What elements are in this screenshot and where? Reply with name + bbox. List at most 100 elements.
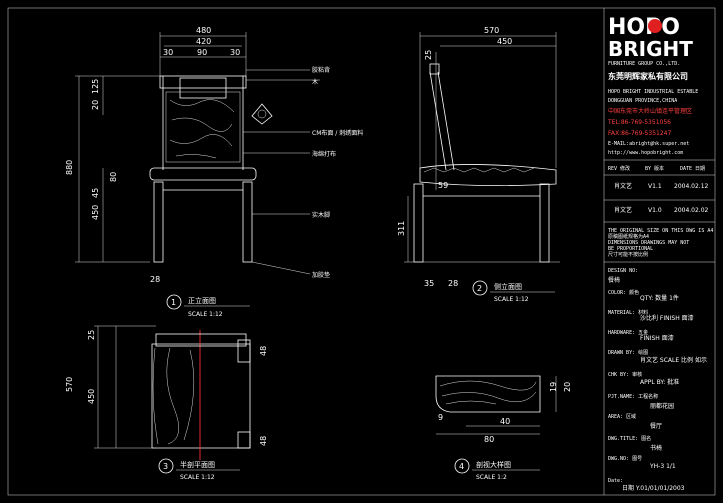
dim-80: 80 [484, 435, 494, 444]
view2-scale: SCALE 1:12 [494, 296, 529, 303]
dim-880: 880 [65, 160, 74, 175]
view1-scale: SCALE 1:12 [188, 311, 223, 318]
dim-plan-48b: 48 [259, 436, 268, 446]
dim-45: 45 [91, 188, 100, 198]
rev-col-date: DATE 日期 [680, 166, 705, 172]
logo-top: HOPO [608, 15, 680, 40]
field-0-value: 餐椅 [608, 276, 620, 284]
dim-25: 25 [424, 50, 433, 60]
dim-20: 20 [91, 100, 100, 110]
dim-plan-450: 450 [87, 389, 96, 404]
field-1-label: COLOR: 颜色 [608, 289, 639, 296]
dim-311: 311 [397, 221, 406, 236]
note-4: 尺寸可能不按比例 [608, 251, 648, 258]
dim-570: 570 [484, 26, 499, 35]
dim-30a: 30 [163, 48, 173, 57]
view2-title: 侧立面图 [494, 282, 522, 291]
field-10-value: 日期 Y.01/01/01/2003 [622, 484, 685, 492]
dim-450-side: 450 [497, 37, 512, 46]
field-8-label: DWG.TITLE: 图名 [608, 435, 651, 442]
field-6-value: 丽都花园 [650, 402, 674, 410]
title-block [603, 8, 715, 495]
rev-0-date: 2004.02.12 [674, 183, 709, 190]
callout-2: 木 [312, 78, 318, 86]
rev-col-rev: REV 修改 [608, 165, 630, 172]
logo-mark-icon [648, 19, 662, 33]
rev-1-ver: V1.0 [648, 207, 662, 214]
field-0-label: DESIGN NO: [608, 268, 638, 274]
dim-28: 28 [150, 275, 160, 284]
dim-30b: 30 [230, 48, 240, 57]
dim-450: 450 [91, 205, 100, 220]
dim-35: 35 [424, 279, 434, 288]
field-10-label: Date: [608, 478, 623, 484]
callout-4: 海绵打布 [312, 150, 336, 158]
view3-scale: SCALE 1:12 [180, 474, 215, 481]
rev-col-by: BY 版本 [645, 165, 664, 172]
view1-title: 正立面图 [188, 296, 216, 305]
dim-plan-25: 25 [87, 330, 96, 340]
dim-28-side: 28 [448, 279, 458, 288]
logo-bottom: BRIGHT [608, 37, 693, 61]
field-7-value: 餐厅 [650, 422, 662, 430]
rev-1-by: 肖文艺 [614, 206, 632, 214]
note-0: THE ORIGINAL SIZE ON THIS DWG IS A4 [608, 228, 713, 234]
field-5-label: CHK BY: 审核 [608, 371, 642, 378]
contact-0: HOPO BRIGHT INDUSTRIAL ESTABLE [608, 89, 698, 95]
dim-420: 420 [196, 37, 211, 46]
contact-5: E-MAIL:abright@hk.super.net [608, 141, 689, 147]
field-2-label: MATERIAL: 材料 [608, 309, 648, 316]
view3-num: 3 [163, 462, 168, 471]
field-1-value: QTY: 数量 1件 [640, 294, 679, 302]
dim-59: 59 [438, 181, 448, 190]
dim-r9: 9 [438, 413, 443, 422]
callout-1: 胶粘背 [312, 66, 330, 74]
side-elevation [404, 32, 560, 296]
view2-num: 2 [477, 284, 482, 293]
note-2: DIMENSIONS DRAWINGS MAY NOT [608, 240, 689, 246]
callout-3: CM布面 / 刺绣面料 [312, 129, 363, 137]
callout-5: 实木脚 [312, 211, 330, 219]
half-section-plan [94, 325, 251, 474]
contact-6: http://www.hopobright.com [608, 150, 683, 156]
company-cn: 东莞明辉家私有限公司 [608, 71, 688, 81]
front-elevation [75, 32, 320, 310]
drawing-frame [7, 7, 716, 496]
title-fields: DESIGN NO: 餐椅 COLOR: 颜色 QTY: 数量 1件 MATER… [608, 268, 707, 492]
side-seat [419, 164, 557, 186]
view3-title: 半剖平面图 [180, 460, 215, 469]
rev-1-date: 2004.02.02 [674, 207, 709, 214]
backrest-top-panel [179, 77, 227, 99]
field-9-value: YH-3 1/1 [649, 463, 676, 470]
seat-cushion [149, 167, 257, 181]
dim-plan-570: 570 [65, 377, 74, 392]
contact-4: FAX:86-769-5351247 [608, 130, 671, 137]
view4-num: 4 [459, 462, 464, 471]
note-3: BE PROPORTIONAL [608, 246, 653, 252]
dim-125: 125 [91, 79, 100, 94]
field-9-label: DWG.NO: 图号 [608, 456, 642, 462]
field-3-value: FINISH 面漆 [640, 334, 674, 342]
callout-6: 加胶垫 [312, 271, 330, 279]
field-4-value: 肖文艺 SCALE 比例 如示 [640, 356, 707, 364]
company-en: FURNITURE GROUP CO.,LTD. [608, 61, 680, 67]
contact-1: DONGGUAN PROVINCE,CHINA [608, 98, 677, 104]
dim-480: 480 [196, 26, 211, 35]
field-3-label: HARDWARE: 五金 [608, 329, 648, 336]
dim-19-detail: 19 [549, 382, 558, 392]
detail-section [435, 375, 557, 474]
dim-20-detail: 20 [563, 382, 572, 392]
dim-40: 40 [500, 417, 510, 426]
contact-3: TEL:86-769-5351056 [607, 119, 671, 126]
field-2-value: 沙比利 FINISH 面漆 [640, 314, 694, 322]
rev-0-ver: V1.1 [648, 183, 662, 190]
field-5-value: APPL BY: 批准 [640, 378, 679, 386]
view4-scale: SCALE 1:2 [476, 474, 507, 481]
view1-num: 1 [171, 298, 176, 307]
field-4-label: DRAWN BY: 绘图 [608, 349, 648, 356]
note-1: 原稿图纸规格为A4 [608, 233, 649, 240]
dim-plan-48a: 48 [259, 346, 268, 356]
view4-title: 剖视大样图 [476, 460, 511, 469]
rev-0-by: 肖文艺 [614, 182, 632, 190]
